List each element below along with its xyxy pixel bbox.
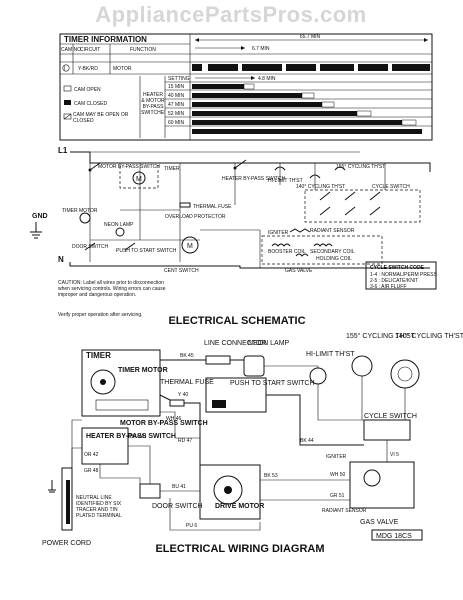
code-title: CYCLE SWITCH CODE <box>370 265 425 271</box>
wd-thermal-fuse: THERMAL FUSE <box>160 379 214 386</box>
col-function: FUNCTION <box>130 47 156 53</box>
heater-switch-label: HEATER & MOTOR BY-PASS SWITCHES <box>141 92 165 116</box>
schematic-n: N <box>58 255 64 264</box>
wd-timer: TIMER <box>86 351 111 360</box>
sch-hi-limit: HI-LIMIT TH'ST <box>268 178 303 184</box>
sch-push-start: PUSH TO START SWITCH <box>116 248 177 254</box>
code-row-3: 3-6 : AIR FLUFF <box>370 284 406 290</box>
wire-gr51: GR 51 <box>330 493 345 499</box>
schematic-l1: L1 <box>58 146 68 155</box>
sch-igniter: IGNITER <box>268 230 289 236</box>
sch-140-thst: 140° CYCLING TH'ST <box>296 184 345 190</box>
total-time: 65.7 MIN <box>300 34 321 40</box>
sch-neon-lamp: NEON LAMP <box>104 222 134 228</box>
wd-radiant-sensor: RADIANT SENSOR <box>322 508 367 514</box>
motor-cam-bars <box>192 64 430 71</box>
schematic-gnd: GND <box>32 213 48 220</box>
wire-wh46: WH 46 <box>166 416 182 422</box>
wd-neutral-note: NEUTRAL LINE IDENTIFIED BY SIX TRACER AN… <box>76 495 122 519</box>
wd-power-cord: POWER CORD <box>42 540 91 547</box>
wd-line-connector: LINE CONNECTOR <box>204 340 267 347</box>
wd-gas-valve: GAS VALVE <box>360 519 399 526</box>
wd-heater-bypass: HEATER BY-PASS SWITCH <box>86 433 176 440</box>
sch-cent-switch: CENT SWITCH <box>164 268 199 274</box>
sch-timer-motor: TIMER MOTOR <box>62 208 98 214</box>
row1-function: MOTOR <box>113 66 132 72</box>
sch-gas-valve: GAS VALVE <box>285 268 313 274</box>
sch-holding-coil: HOLDING COIL <box>316 256 352 262</box>
caution-note: CAUTION: Label all wires prior to discon… <box>58 280 166 298</box>
wd-timer-motor: TIMER MOTOR <box>118 367 168 374</box>
wire-or42: OR 42 <box>84 452 99 458</box>
verify-note: Verify proper operation after servicing. <box>58 312 143 318</box>
wire-bk45: BK 45 <box>180 353 194 359</box>
wire-y40: Y 40 <box>178 392 188 398</box>
electrical-wiring-diagram: TIMER TIMER MOTOR LINE CONNECTOR NEON LA… <box>42 332 463 555</box>
wire-wh50: WH 50 <box>330 472 346 478</box>
sch-overload: OVERLOAD PROTECTOR <box>165 214 226 220</box>
svg-text:I: I <box>64 66 65 72</box>
sch-radiant-sensor: RADIANT SENSOR <box>310 228 355 234</box>
setting-40: 40 MIN <box>168 93 185 99</box>
sch-door-switch: DOOR SWITCH <box>72 244 108 250</box>
model-number: MDG 18CS <box>376 533 412 540</box>
svg-text:M: M <box>187 243 193 250</box>
sch-155-thst: 155° CYCLING TH'ST <box>336 164 385 170</box>
wd-cycle-switch: CYCLE SWITCH <box>364 413 417 420</box>
wire-gr48: GR 48 <box>84 468 99 474</box>
wire-rd47: RD 47 <box>178 438 192 444</box>
wire-bu41: BU 41 <box>172 484 186 490</box>
sch-timer-label: TIMER <box>164 166 180 172</box>
timer-table-title: TIMER INFORMATION <box>64 35 147 44</box>
setting-cam-bars <box>192 83 422 134</box>
wire-vi5: VI 5 <box>390 452 399 458</box>
wire-bk44: BK 44 <box>300 438 314 444</box>
sch-booster-coil: BOOSTER COIL <box>268 249 306 255</box>
col-cam: CAM NO. <box>61 47 82 53</box>
setting-47: 47 MIN <box>168 102 185 108</box>
sch-motor-bypass-label: MOTOR BY-PASS SWITCH <box>98 164 160 170</box>
legend-cam-either: CAM MAY BE OPEN OR CLOSED <box>73 112 129 124</box>
wd-igniter: IGNITER <box>326 454 347 460</box>
setting-15: 15 MIN <box>168 84 185 90</box>
wire-bk53: BK 53 <box>264 473 278 479</box>
wd-140-thst: 140° CYCLING TH'ST <box>395 332 463 340</box>
watermark: AppliancePartsPros.com <box>95 2 366 27</box>
wire-pu6: PU 6 <box>186 523 197 529</box>
code-row-1: 1-4 : NORMAL/PERM PRESS <box>370 272 438 278</box>
row1-circuit: Y-BK/RD <box>78 66 98 72</box>
wd-push-start: PUSH TO START SWITCH <box>230 380 315 387</box>
legend-cam-open: CAM OPEN <box>74 87 101 93</box>
wd-motor-bypass: MOTOR BY-PASS SWITCH <box>120 420 208 427</box>
wiring-title: ELECTRICAL WIRING DIAGRAM <box>155 543 324 555</box>
legend-cam-closed: CAM CLOSED <box>74 101 107 107</box>
schematic-title: ELECTRICAL SCHEMATIC <box>168 315 305 327</box>
setting-label: SETTING <box>168 76 190 82</box>
setting-time: 4.8 MIN <box>258 76 276 82</box>
sch-thermal-fuse: THERMAL FUSE <box>193 204 232 210</box>
sch-cycle-switch: CYCLE SWITCH <box>372 184 410 190</box>
setting-52: 52 MIN <box>168 111 185 117</box>
timer-information-table: TIMER INFORMATION CAM NO. CIRCUIT FUNCTI… <box>59 33 433 141</box>
wire-bkwh: BK/WH <box>130 434 147 440</box>
sch-heater-bypass-label: HEATER BY-PASS SWITCH <box>222 176 286 182</box>
wd-door-switch: DOOR SWITCH <box>152 503 203 510</box>
col-circuit: CIRCUIT <box>80 47 100 53</box>
wd-neon-lamp: NEON LAMP <box>248 340 290 347</box>
sch-secondary-coil: SECONDARY COIL <box>310 249 355 255</box>
electrical-schematic: L1 N GND MOTOR BY-PASS SWITCH M TIMER <box>30 146 438 327</box>
wd-155-thst: 155° CYCLING TH'ST <box>346 332 416 340</box>
segment-time: 6.7 MIN <box>252 46 270 52</box>
svg-text:M: M <box>136 176 142 183</box>
wd-hi-limit: HI-LIMIT TH'ST <box>306 351 355 358</box>
setting-60: 60 MIN <box>168 120 185 126</box>
code-row-2: 2-5 : DELICATE/KNIT <box>370 278 418 284</box>
wd-drive-motor: DRIVE MOTOR <box>215 503 264 510</box>
